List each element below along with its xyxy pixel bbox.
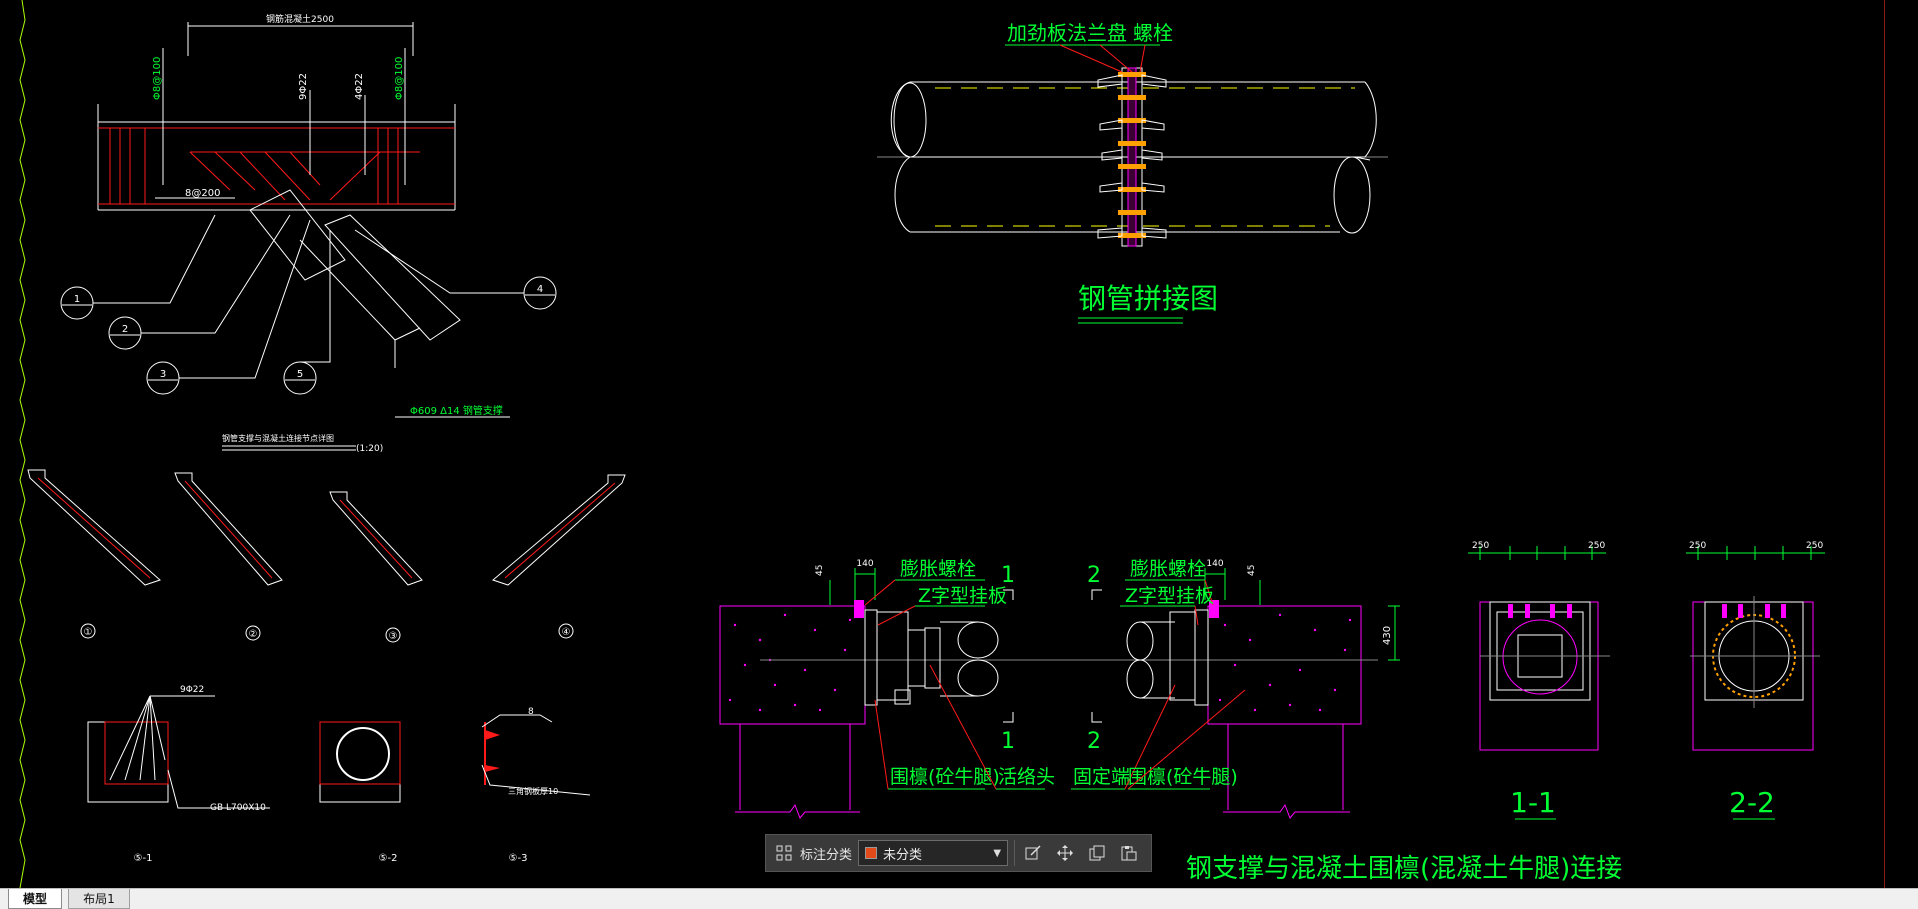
callout-2: 2 (122, 324, 128, 335)
stirrup-label: 8@200 (185, 188, 220, 199)
dim-45-left: 45 (815, 565, 825, 576)
section-2-bottom: 2 (1087, 729, 1101, 754)
detail-title: 钢管支撑与混凝土连接节点详图 (222, 433, 334, 443)
z-plate-right: Z字型挂板 (1125, 585, 1214, 607)
category-color-swatch (865, 847, 878, 859)
paste-icon[interactable] (1117, 841, 1141, 865)
callout-1: 1 (74, 294, 80, 305)
splice-label-flange: 法兰盘 (1067, 21, 1127, 45)
pipe-splice-drawing: 加劲板 法兰盘 螺栓 钢管拼接图 (877, 21, 1388, 324)
sec-5-1-label: ⑤-1 (134, 853, 153, 864)
z-plate-left: Z字型挂板 (918, 585, 1007, 607)
section-views: 250 250 1-1 250 250 2-2 (1468, 541, 1825, 820)
category-label: 标注分类 (800, 847, 853, 863)
splice-label-stiffener: 加劲板 (1007, 21, 1067, 45)
annotation-toolbar: 标注分类 未分类 ▼ (765, 834, 1152, 872)
toolbar-divider (1014, 840, 1016, 866)
pipe-note: Φ609 Δ14 钢管支撑 (410, 404, 503, 417)
callout-3: 3 (160, 369, 166, 380)
tab-model[interactable]: 模型 (8, 889, 62, 909)
bar-details: ① ② ③ ④ (27, 469, 626, 643)
dim-250-1a: 250 (1472, 541, 1489, 551)
section-2-top: 2 (1087, 563, 1101, 588)
cad-drawing: 钢筋混凝土2500 Φ8@100 9Φ22 4Φ22 Φ8@100 8@200 (19, 0, 1825, 889)
dim-250-2b: 250 (1806, 541, 1823, 551)
tab-layout1[interactable]: 布局1 (68, 889, 130, 909)
bar-label-3: ③ (389, 631, 398, 642)
chevron-down-icon: ▼ (993, 847, 1002, 859)
expansion-bolt-right: 膨胀螺栓 (1130, 558, 1206, 580)
drawing-limit-line (1884, 0, 1885, 888)
category-value: 未分类 (883, 847, 923, 863)
dim-140-right: 140 (1206, 559, 1223, 569)
left-break-line (19, 0, 26, 889)
section-2-2-title: 2-2 (1729, 786, 1775, 819)
detail-scale: (1:20) (356, 444, 383, 454)
dim-430: 430 (1382, 626, 1393, 645)
fixed-end-label: 固定端 (1073, 766, 1130, 788)
live-end-label: 活络头 (998, 766, 1055, 788)
callout-5: 5 (297, 369, 303, 380)
bar-label-2: ② (249, 629, 258, 640)
section-1-1-title: 1-1 (1510, 786, 1556, 819)
angle-note: GB L700X10 (210, 803, 266, 813)
sec-5-3-label: ⑤-3 (509, 853, 528, 864)
category-dropdown[interactable]: 未分类 ▼ (858, 840, 1009, 866)
waler-label-left: 围檩(砼牛腿) (890, 766, 1000, 788)
copy-icon[interactable] (1085, 841, 1109, 865)
move-icon[interactable] (1053, 841, 1077, 865)
expansion-bolt-left: 膨胀螺栓 (900, 558, 976, 580)
grid-icon[interactable] (772, 841, 796, 865)
rebar-label-1: Φ8@100 (152, 57, 163, 100)
layout-tab-bar: 模型 布局1 (0, 888, 1918, 909)
section-1-bottom: 1 (1001, 729, 1015, 754)
bar-label-4: ④ (562, 627, 571, 638)
callout-4: 4 (537, 284, 543, 295)
splice-title: 钢管拼接图 (1078, 282, 1218, 315)
bar-label-1: ① (84, 627, 93, 638)
rebar-label-2: 9Φ22 (298, 73, 309, 100)
main-title: 钢支撑与混凝土围檩(混凝土牛腿)连接 (1186, 854, 1622, 884)
waler-label-right: 围檩(砼牛腿) (1128, 766, 1238, 788)
dim-250-1b: 250 (1588, 541, 1605, 551)
dim-45-right: 45 (1247, 565, 1257, 576)
dim-140-left: 140 (856, 559, 873, 569)
rebar-label-3: 4Φ22 (354, 73, 365, 100)
rebar-small-label: 9Φ22 (180, 685, 204, 695)
top-dim-text: 钢筋混凝土2500 (266, 13, 334, 25)
waler-connection-drawing: 1 1 2 2 140 45 140 45 430 膨胀螺栓 Z字型挂板 膨胀螺… (719, 558, 1622, 884)
sec-5-2-label: ⑤-2 (379, 853, 398, 864)
n-label: 8 (528, 707, 534, 717)
dim-250-2a: 250 (1689, 541, 1706, 551)
section-1-top: 1 (1001, 563, 1015, 588)
rebar-label-4: Φ8@100 (394, 57, 405, 100)
node-detail: 钢筋混凝土2500 Φ8@100 9Φ22 4Φ22 Φ8@100 8@200 (60, 13, 557, 454)
plate-note: 三角钢板厚10 (508, 786, 558, 796)
section-5-details: 9Φ22 GB L700X10 ⑤-1 ⑤-2 8 三角钢板厚10 ⑤-3 (87, 685, 591, 864)
cad-drawing-canvas[interactable]: 钢筋混凝土2500 Φ8@100 9Φ22 4Φ22 Φ8@100 8@200 (0, 0, 1918, 890)
splice-label-bolt: 螺栓 (1133, 21, 1173, 45)
edit-icon[interactable] (1021, 841, 1045, 865)
